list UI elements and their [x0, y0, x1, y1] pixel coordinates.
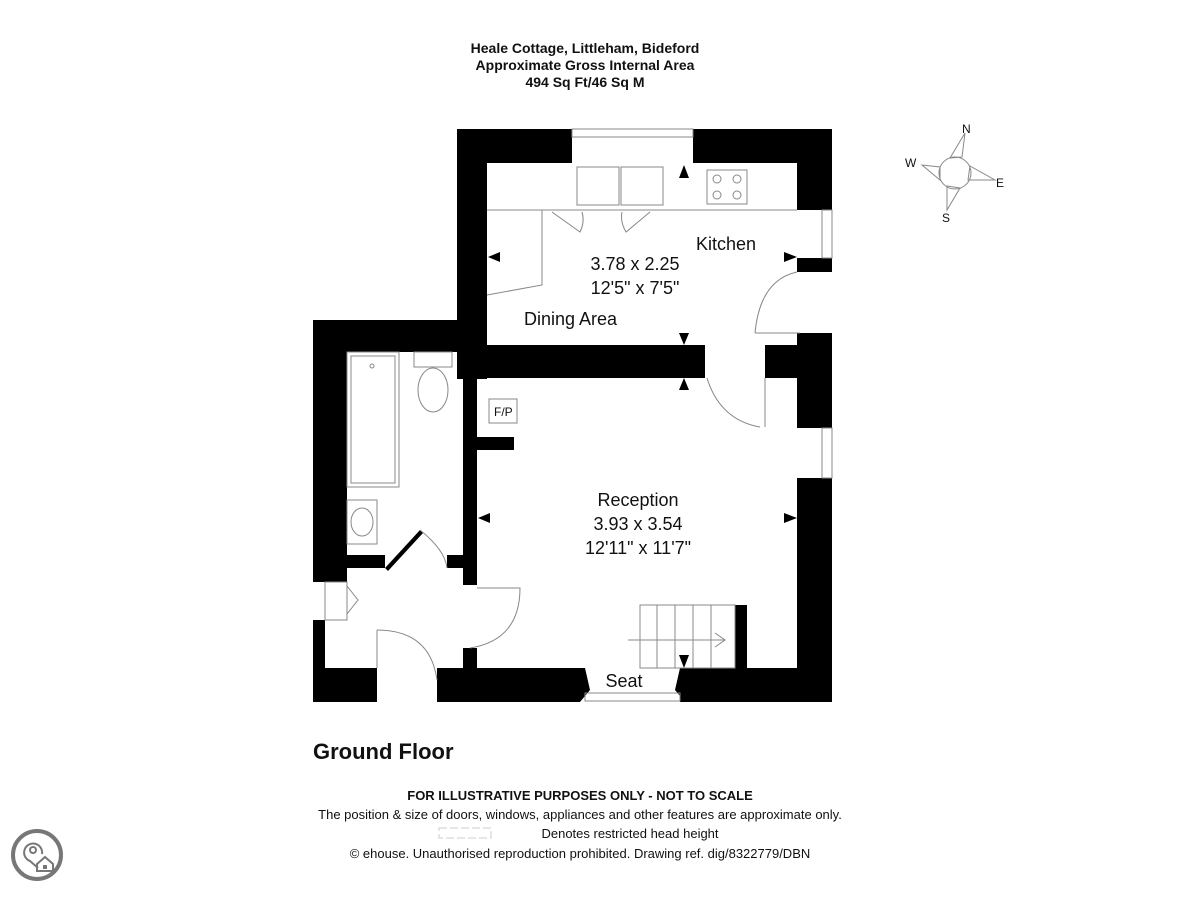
plan-subtitle: Approximate Gross Internal Area — [475, 57, 695, 73]
location-home-logo-icon — [11, 829, 63, 881]
copyright: © ehouse. Unauthorised reproduction proh… — [349, 846, 811, 861]
bathroom-fixtures — [346, 351, 453, 545]
kitchen-fixtures — [486, 166, 797, 296]
disclaimer: FOR ILLUSTRATIVE PURPOSES ONLY - NOT TO … — [407, 788, 753, 803]
basin-icon — [346, 499, 378, 545]
compass-e: E — [996, 176, 1004, 190]
hob-icon — [706, 169, 748, 205]
toilet-icon — [413, 351, 453, 368]
walls — [313, 129, 832, 702]
reception-label: Reception — [597, 490, 678, 510]
kitchen-metric: 3.78 x 2.25 — [590, 254, 679, 274]
plan-area: 494 Sq Ft/46 Sq M — [525, 74, 645, 90]
kitchen-label: Kitchen — [696, 234, 756, 254]
sink-icon — [576, 166, 620, 206]
legend-text: Denotes restricted head height — [541, 826, 719, 841]
doors — [324, 271, 800, 681]
floor-label: Ground Floor — [313, 739, 454, 764]
dining-label: Dining Area — [524, 309, 618, 329]
reception-imperial: 12'11" x 11'7" — [585, 538, 691, 558]
bath-icon — [346, 351, 400, 488]
seat-label: Seat — [605, 671, 642, 691]
drainer-icon — [620, 166, 664, 206]
compass-n: N — [962, 122, 971, 136]
windows — [571, 128, 833, 702]
reception-metric: 3.93 x 3.54 — [593, 514, 682, 534]
fireplace-label: F/P — [494, 405, 513, 419]
kitchen-imperial: 12'5" x 7'5" — [591, 278, 680, 298]
plan-title: Heale Cottage, Littleham, Bideford — [470, 40, 700, 56]
compass-w: W — [905, 156, 917, 170]
stairs — [628, 604, 736, 669]
approximate-note: The position & size of doors, windows, a… — [318, 807, 842, 822]
compass-s: S — [942, 211, 950, 225]
compass-icon — [920, 132, 997, 212]
dimension-arrows — [478, 165, 797, 668]
fireplace-box — [488, 398, 518, 424]
restricted-height-swatch — [438, 827, 492, 839]
